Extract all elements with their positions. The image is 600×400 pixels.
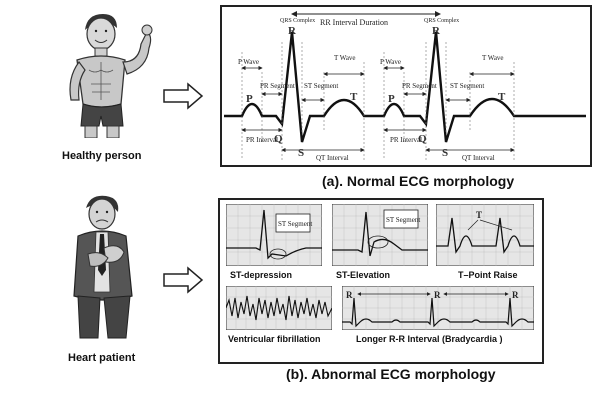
s-label-2: S: [442, 147, 448, 159]
normal-ecg-caption: (a). Normal ECG morphology: [322, 173, 515, 189]
qrs-complex-label-1: QRS Complex: [280, 18, 315, 24]
st-segment-label-1: ST Segment: [304, 82, 338, 90]
st-depression-callout: ST Segment: [278, 220, 312, 228]
qt-interval-label-2: QT Interval: [462, 154, 495, 162]
s-label-1: S: [298, 147, 304, 159]
r-peak-label-1: R: [288, 25, 297, 37]
heart-patient-label: Heart patient: [68, 352, 136, 364]
q-label-2: Q: [418, 133, 427, 145]
st-elevation-strip: ST Segment: [332, 204, 428, 266]
r-callout-1: R: [346, 290, 353, 300]
pr-interval-label-1: PR Interval: [246, 136, 278, 144]
healthy-person-label: Healthy person: [62, 150, 142, 162]
abnormal-ecg-caption: (b). Abnormal ECG morphology: [286, 366, 496, 382]
arrow-right-icon-top: [163, 82, 204, 110]
arrow-right-icon-bottom: [163, 266, 204, 294]
t-wave-label-2: T Wave: [482, 54, 504, 62]
st-depression-strip: ST Segment: [226, 204, 322, 266]
t-label-2: T: [498, 91, 506, 103]
p-label-2: P: [388, 93, 395, 105]
t-callout: T: [476, 210, 482, 220]
pr-segment-label-2: PR Segment: [402, 82, 437, 90]
vfib-strip: [226, 286, 332, 330]
p-label-1: P: [246, 93, 253, 105]
st-depression-label: ST-depression: [230, 270, 293, 280]
healthy-person-illustration: [69, 14, 153, 138]
t-label-1: T: [350, 91, 358, 103]
p-wave-label-1: P Wave: [238, 58, 259, 66]
r-peak-label-2: R: [432, 25, 441, 37]
qt-interval-label-1: QT Interval: [316, 154, 349, 162]
st-segment-label-2: ST Segment: [450, 82, 484, 90]
vfib-label: Ventricular fibrillation: [228, 334, 321, 344]
q-label-1: Q: [274, 133, 283, 145]
t-point-raise-label: T–Point Raise: [458, 270, 518, 280]
bradycardia-label: Longer R-R Interval (Bradycardia ): [356, 334, 503, 344]
t-wave-label-1: T Wave: [334, 54, 356, 62]
t-point-raise-strip: T: [436, 204, 534, 266]
qrs-complex-label-2: QRS Complex: [424, 18, 459, 24]
st-elevation-callout: ST Segment: [386, 216, 420, 224]
pr-segment-label-1: PR Segment: [260, 82, 295, 90]
pr-interval-label-2: PR Interval: [390, 136, 422, 144]
heart-patient-illustration: [73, 195, 133, 339]
rr-interval-label: RR Interval Duration: [320, 18, 388, 27]
st-elevation-label: ST-Elevation: [336, 270, 391, 280]
normal-ecg-diagram: RR Interval Duration QRS Complex R P Wav…: [220, 5, 592, 167]
r-callout-2: R: [434, 290, 441, 300]
r-callout-3: R: [512, 290, 519, 300]
bradycardia-strip: R R R: [342, 286, 534, 330]
p-wave-label-2: P Wave: [380, 58, 401, 66]
